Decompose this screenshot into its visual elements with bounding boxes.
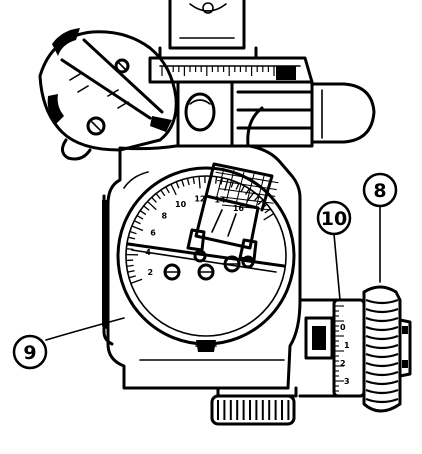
micrometer-drum: 0 1 2 3 xyxy=(300,300,364,396)
knob-knurl-line xyxy=(366,309,398,312)
dial-tick xyxy=(127,265,134,266)
callout-10: 10 xyxy=(318,202,350,234)
dial-scale-label: 2 xyxy=(147,268,153,277)
knob-knurl-line xyxy=(366,372,398,375)
dial-scale-label: 8 xyxy=(161,212,167,221)
callout-8-label: 8 xyxy=(373,180,386,202)
knob-knurl-line xyxy=(366,363,398,366)
knob-knurl-line xyxy=(366,336,398,339)
dial-tick xyxy=(216,177,217,184)
knob-knurl-line xyxy=(366,345,398,348)
callout-10-label: 10 xyxy=(321,208,347,230)
knob-knurl-line xyxy=(366,381,398,384)
elevation-knob xyxy=(40,28,176,159)
knob-knurl-line xyxy=(366,354,398,357)
svg-text:0: 0 xyxy=(340,323,346,332)
callout-9-label: 9 xyxy=(23,342,36,364)
knob-knurl-line xyxy=(366,318,398,321)
dial-tick xyxy=(126,249,133,250)
callout-9: 9 xyxy=(14,336,46,368)
knob-knurl-line xyxy=(366,327,398,330)
telescope-tube xyxy=(178,82,374,146)
svg-text:1: 1 xyxy=(344,341,350,350)
knurled-knob xyxy=(364,287,410,411)
top-bracket xyxy=(160,0,256,58)
knob-knurl-line xyxy=(366,399,398,402)
knob-knurl-line xyxy=(366,300,398,303)
dial-scale-label: 4 xyxy=(145,248,151,257)
knob-knurl-line xyxy=(366,390,398,393)
bottom-knob xyxy=(212,388,296,424)
callout-8: 8 xyxy=(364,174,396,206)
dial-scale-label: 6 xyxy=(150,228,156,237)
dial-scale-label: 10 xyxy=(175,200,187,209)
svg-text:2: 2 xyxy=(340,359,346,368)
top-rail xyxy=(150,58,312,82)
svg-text:3: 3 xyxy=(344,377,350,386)
